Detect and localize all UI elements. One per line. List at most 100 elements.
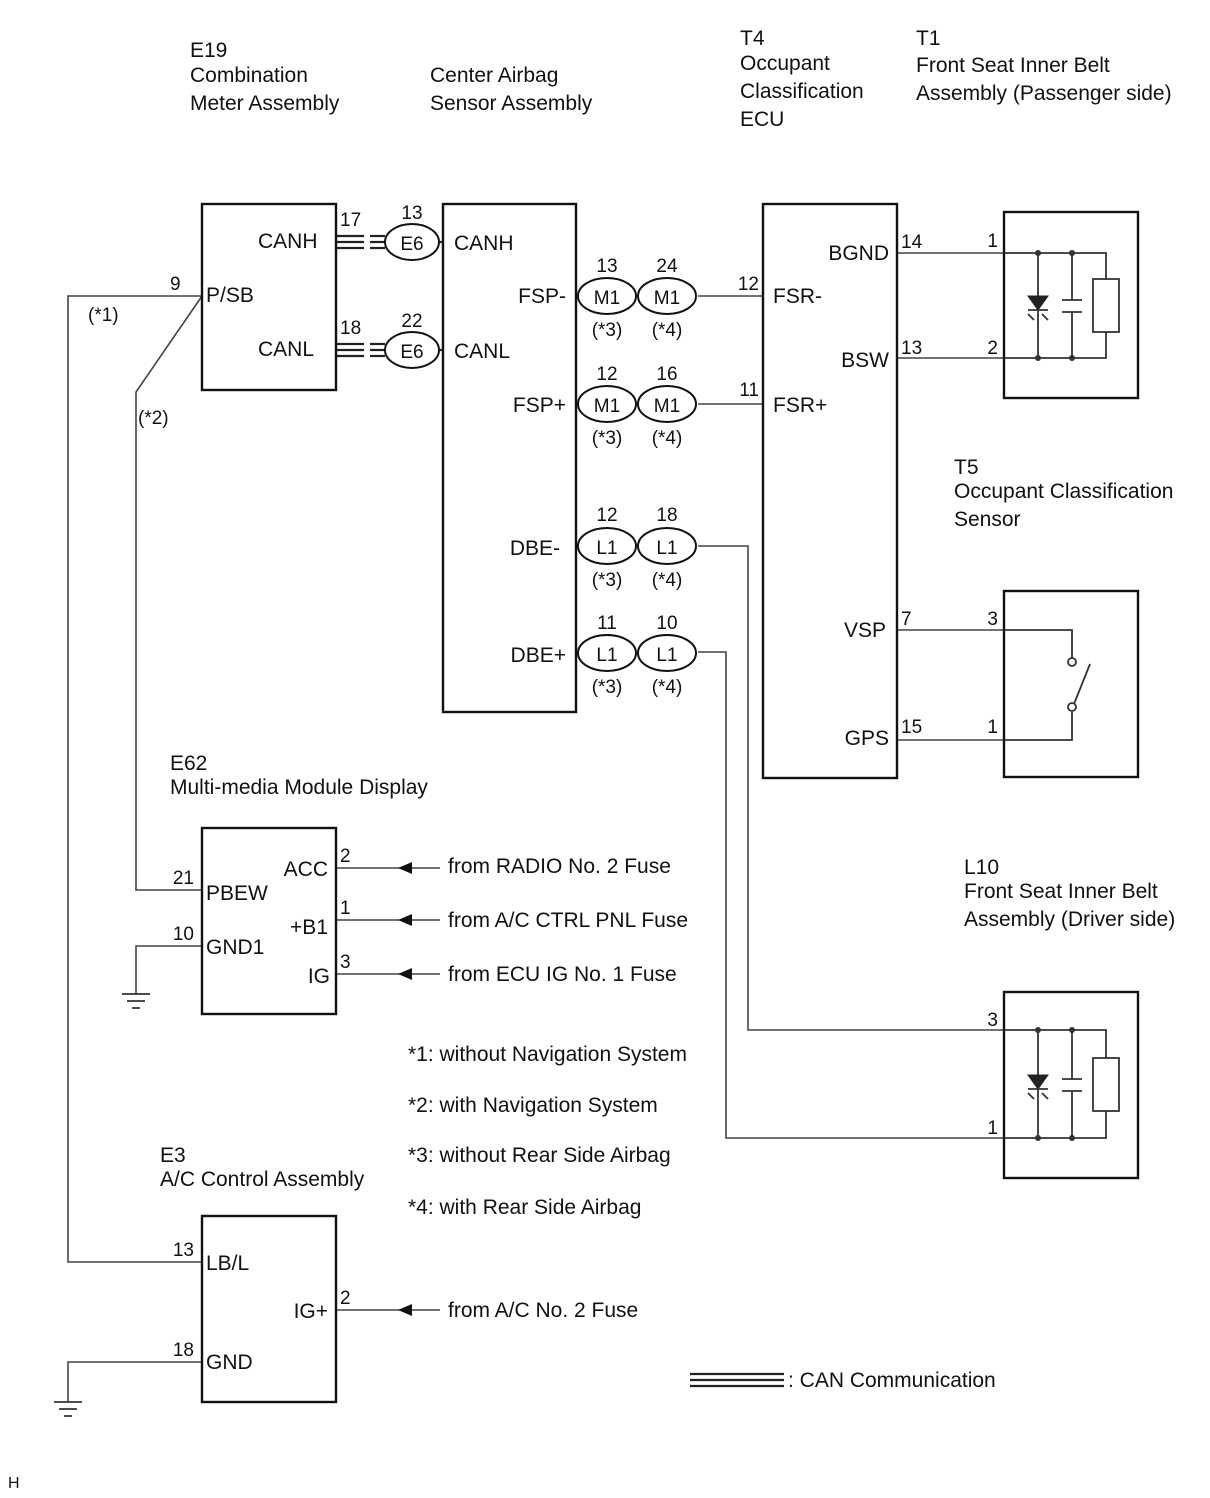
- connector-m1-fspp-3-label: M1: [594, 396, 620, 417]
- wires: [67, 252, 1004, 1402]
- e3-box: LB/L IG+ GND 13 2 18: [173, 1214, 351, 1404]
- center-pin-dbem: DBE-: [510, 537, 560, 560]
- t4-pin-num-fsrp: 11: [739, 380, 759, 401]
- connector-l1-dbep-3-label: L1: [596, 645, 617, 666]
- t1-name-line1: Front Seat Inner Belt: [916, 54, 1110, 77]
- t4-pin-num-bsw: 13: [901, 338, 922, 359]
- e19-box: CANH P/SB CANL 17 9 18: [170, 202, 361, 392]
- ground-icon: [54, 1401, 82, 1417]
- t1-code: T1: [916, 27, 941, 50]
- corner-mark: H: [8, 1475, 20, 1492]
- l10-circuit: [1004, 1027, 1120, 1141]
- connector-m1-fspm-4-note: (*4): [652, 320, 683, 341]
- connector-e6-bot: E6 22: [384, 311, 440, 369]
- t4-code: T4: [740, 27, 765, 50]
- t4-name-line2: Classification: [740, 80, 864, 103]
- note-3: *3: without Rear Side Airbag: [408, 1144, 671, 1167]
- wire-psb-to-pbew: [135, 295, 203, 891]
- e3-name-line1: A/C Control Assembly: [160, 1168, 365, 1191]
- t4-name-line3: ECU: [740, 108, 784, 131]
- e19-pin-num-psb: 9: [170, 274, 181, 295]
- e62-code: E62: [170, 752, 207, 775]
- l10-name-line1: Front Seat Inner Belt: [964, 880, 1158, 903]
- arrow-acc-icon: [398, 862, 412, 874]
- connector-m1-fspp-3: M1 12 (*3): [577, 364, 637, 449]
- t4-pin-num-vsp: 7: [901, 609, 912, 630]
- connector-m1-fspm-3-num: 13: [596, 256, 617, 277]
- e62-pin-num-pbew: 21: [173, 868, 194, 889]
- connector-l1-dbep-4-label: L1: [656, 645, 677, 666]
- connector-l1-dbem-4-label: L1: [656, 538, 677, 559]
- center-pin-dbep: DBE+: [511, 644, 566, 667]
- t4-pin-num-fsrm: 12: [738, 274, 759, 295]
- connector-m1-fspp-4-num: 16: [656, 364, 677, 385]
- e62-pin-num-gnd1: 10: [173, 924, 194, 945]
- e3-pin-num-lbl: 13: [173, 1240, 194, 1261]
- wire-e3-gnd: [67, 1361, 202, 1402]
- connector-e6-top-num: 13: [401, 203, 422, 224]
- e62-pin-gnd1: GND1: [206, 936, 264, 959]
- t4-box: BGND FSR- BSW FSR+ VSP GPS 14 12 13 11 7…: [738, 202, 923, 780]
- connector-e6-top-label: E6: [400, 234, 423, 255]
- wire-psb-to-lbl: [67, 295, 202, 1263]
- wire-note-1: (*1): [88, 305, 119, 326]
- connector-e6-top: E6 13: [384, 203, 440, 261]
- e62-title: E62 Multi-media Module Display: [170, 752, 428, 799]
- e19-pin-num-canh: 17: [340, 210, 361, 231]
- ground-icon: [122, 993, 150, 1009]
- connector-m1-fspp-4-label: M1: [654, 396, 680, 417]
- l10-pin-num-1: 1: [987, 1118, 998, 1139]
- connector-l1-dbep-4-num: 10: [656, 613, 677, 634]
- arrow-b1-icon: [398, 914, 412, 926]
- e3-pin-lbl: LB/L: [206, 1252, 249, 1275]
- center-pin-fspp: FSP+: [513, 394, 566, 417]
- e19-pin-num-canl: 18: [340, 318, 361, 339]
- t4-name-line1: Occupant: [740, 52, 830, 75]
- arrow-ig-icon: [398, 968, 412, 980]
- note-4: *4: with Rear Side Airbag: [408, 1196, 641, 1219]
- e3-title: E3 A/C Control Assembly: [160, 1144, 365, 1191]
- connector-m1-fspp-3-note: (*3): [592, 428, 623, 449]
- connector-m1-fspm-3-label: M1: [594, 288, 620, 309]
- connector-l1-dbep-4-note: (*4): [652, 677, 683, 698]
- fuse-radio: from RADIO No. 2 Fuse: [448, 855, 671, 878]
- fuse-ac2: from A/C No. 2 Fuse: [448, 1299, 638, 1322]
- t5-box: 3 1: [987, 589, 1140, 779]
- e19-pin-canh: CANH: [258, 230, 318, 253]
- connector-e6-bot-num: 22: [401, 311, 422, 332]
- e62-pin-pbew: PBEW: [206, 882, 268, 905]
- l10-title: L10 Front Seat Inner Belt Assembly (Driv…: [964, 856, 1175, 931]
- wire-note-2: (*2): [138, 408, 169, 429]
- connector-l1-dbep-3: L1 11 (*3): [577, 613, 637, 698]
- note-1: *1: without Navigation System: [408, 1043, 687, 1066]
- t1-pin-num-1: 1: [987, 231, 998, 252]
- connector-l1-dbem-3-note: (*3): [592, 570, 623, 591]
- connector-l1-dbem-3-label: L1: [596, 538, 617, 559]
- connector-m1-fspm-3: M1 13 (*3): [577, 256, 637, 341]
- e3-pin-num-igp: 2: [340, 1288, 351, 1309]
- t5-title: T5 Occupant Classification Sensor: [954, 456, 1173, 531]
- e62-pin-ig: IG: [308, 965, 330, 988]
- t5-name-line2: Sensor: [954, 508, 1021, 531]
- t5-pin-num-3: 3: [987, 609, 998, 630]
- t4-pin-bsw: BSW: [841, 349, 889, 372]
- e62-box: ACC PBEW +B1 GND1 IG 2 21 1 10 3: [173, 826, 351, 1016]
- e3-pin-num-gnd: 18: [173, 1340, 194, 1361]
- legend: : CAN Communication: [690, 1369, 996, 1392]
- connector-m1-fspp-4-note: (*4): [652, 428, 683, 449]
- center-box: CANH CANL FSP- FSP+ DBE- DBE+: [441, 202, 578, 714]
- legend-can-label: : CAN Communication: [788, 1369, 996, 1392]
- e19-code: E19: [190, 39, 227, 62]
- e19-title: E19 Combination Meter Assembly: [190, 39, 340, 115]
- t5-pin-num-1: 1: [987, 717, 998, 738]
- t4-pin-fsrm: FSR-: [773, 285, 822, 308]
- wire-dbep-to-l10: [698, 651, 1004, 1139]
- connector-l1-dbem-4: L1 18 (*4): [637, 505, 697, 591]
- connector-l1-dbem-3: L1 12 (*3): [577, 505, 637, 591]
- t4-title: T4 Occupant Classification ECU: [740, 27, 864, 131]
- connector-m1-fspm-4-num: 24: [656, 256, 678, 277]
- center-pin-canh: CANH: [454, 232, 514, 255]
- connector-l1-dbem-4-note: (*4): [652, 570, 683, 591]
